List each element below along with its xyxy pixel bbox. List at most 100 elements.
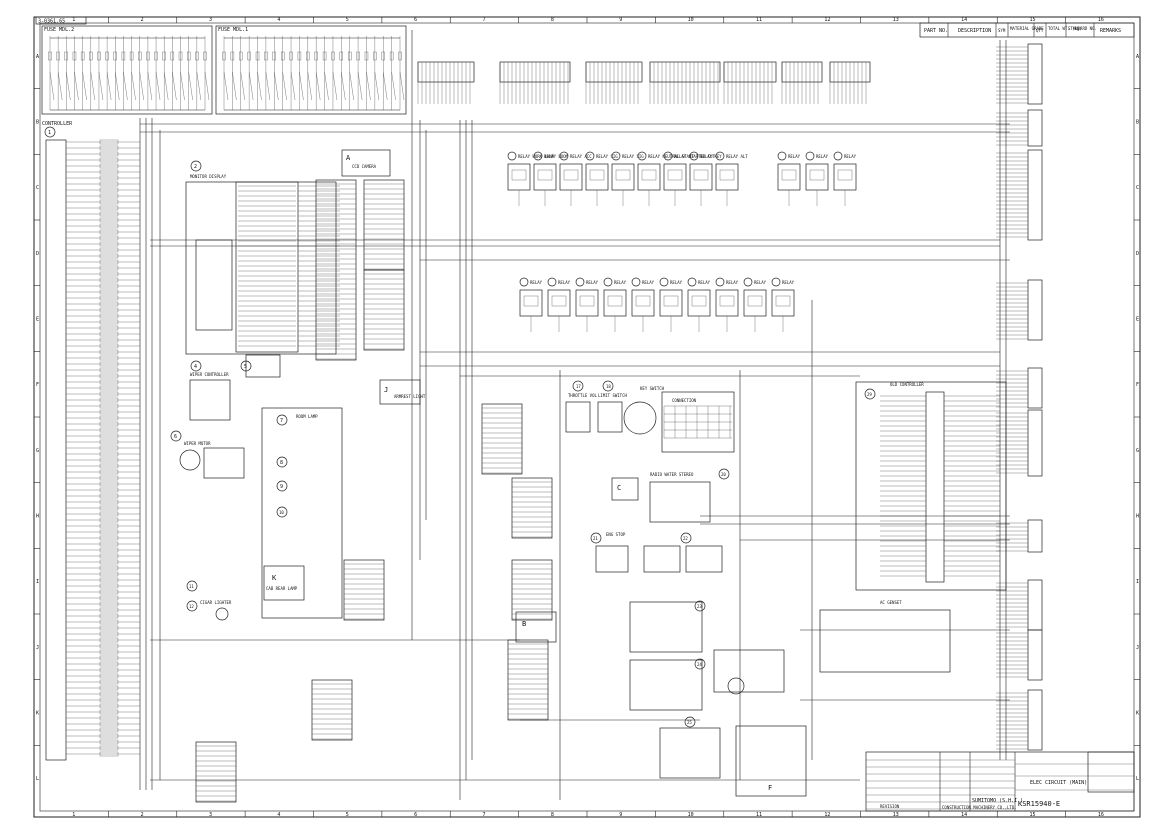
svg-text:23: 23 — [697, 604, 702, 609]
company-name: SUMITOMO (S.H.I.) — [972, 798, 1023, 804]
svg-text:FUSE MDL.1: FUSE MDL.1 — [218, 27, 248, 33]
grid-row-left-H: H — [36, 514, 39, 520]
svg-text:ARMREST LIGHT: ARMREST LIGHT — [394, 394, 426, 399]
standard-no-header: STANDARD NO. — [1068, 26, 1097, 31]
svg-text:CONNECTION: CONNECTION — [672, 398, 697, 403]
fuse-module-1: FUSE MDL.1 — [216, 26, 406, 114]
grid-col-bottom-4: 4 — [277, 812, 280, 818]
relay-label: RELAY — [754, 280, 767, 285]
wiper-controller: 4 WIPER CONTROLLER 5 — [190, 355, 280, 420]
svg-text:AC GENSET: AC GENSET — [880, 600, 902, 605]
grid-row-right-L: L — [1136, 776, 1139, 782]
revision-label: REVISION — [880, 804, 900, 809]
svg-text:25: 25 — [687, 720, 692, 725]
engine-stop: 21 ENG STOP 22 — [591, 532, 722, 572]
sym-header: SYM — [998, 28, 1006, 33]
grid-col-bottom-12: 12 — [824, 812, 830, 818]
svg-text:WIPER MOTOR: WIPER MOTOR — [184, 441, 211, 446]
grid-col-top-5: 5 — [346, 17, 349, 23]
option-f: F 25 — [660, 717, 806, 796]
title-block-header: PART NO. DESCRIPTION SYM MATERIAL GRADE … — [920, 23, 1134, 37]
relay-label: RELAY — [816, 154, 829, 159]
grid-col-top-10: 10 — [688, 17, 694, 23]
grid-col-bottom-13: 13 — [893, 812, 899, 818]
grid-col-bottom-14: 14 — [961, 812, 967, 818]
grid-row-left-F: F — [36, 382, 39, 388]
svg-text:22: 22 — [683, 536, 688, 541]
grid-col-top-1: 1 — [72, 17, 75, 23]
svg-text:12: 12 — [189, 604, 194, 609]
svg-text:CIGAR LIGHTER: CIGAR LIGHTER — [200, 600, 232, 605]
old-controller: 29 OLD CONTROLLER — [856, 382, 1006, 590]
top-connector-row — [418, 62, 870, 104]
relay-label: RELAY — [844, 154, 857, 159]
relay-label: RELAY — [614, 280, 627, 285]
grid-row-right-A: A — [1136, 54, 1139, 60]
grid-col-bottom-2: 2 — [141, 812, 144, 818]
relay-label: RELAY SIG — [622, 154, 644, 159]
svg-text:J: J — [384, 386, 388, 394]
svg-text:18: 18 — [606, 384, 611, 389]
relay-label: RELAY — [642, 280, 655, 285]
svg-text:17: 17 — [576, 384, 581, 389]
relay-label: RELAY — [788, 154, 801, 159]
ac-genset: AC GENSET — [820, 600, 950, 672]
grid-col-bottom-1: 1 — [72, 812, 75, 818]
remarks-header: REMARKS — [1100, 28, 1121, 34]
grid-col-top-16: 16 — [1098, 17, 1104, 23]
drawing-number: KSR15940-E — [1018, 800, 1060, 808]
grid-col-top-8: 8 — [551, 17, 554, 23]
svg-text:7: 7 — [280, 418, 283, 424]
grid-col-bottom-15: 15 — [1029, 812, 1035, 818]
svg-text:THROTTLE VOL: THROTTLE VOL — [568, 393, 597, 398]
svg-text:WIPER CONTROLLER: WIPER CONTROLLER — [190, 372, 229, 377]
audio-blocks: 23 24 — [630, 601, 784, 710]
svg-text:CAB REAR LAMP: CAB REAR LAMP — [266, 586, 298, 591]
radio-stereo: C RADIO WATER STEREO 20 — [612, 469, 729, 522]
svg-text:FUSE MDL.2: FUSE MDL.2 — [44, 27, 74, 33]
grid-row-right-I: I — [1136, 579, 1139, 585]
controller-block: CONTROLLER 1 — [42, 121, 140, 760]
switch-cluster: 17 THROTTLE VOL 18 LIMIT SWITCH KEY SWIT… — [566, 381, 734, 452]
svg-text:CCD CAMERA: CCD CAMERA — [352, 164, 377, 169]
svg-text:24: 24 — [697, 662, 702, 667]
grid-col-bottom-6: 6 — [414, 812, 417, 818]
grid-col-bottom-11: 11 — [756, 812, 762, 818]
ccd-camera: A CCD CAMERA — [342, 150, 390, 176]
grid-row-left-K: K — [36, 711, 39, 717]
relay-label: RELAY — [670, 280, 683, 285]
cigar-lighter: 11 12 CIGAR LIGHTER — [187, 581, 232, 620]
grid-row-left-C: C — [36, 185, 39, 191]
relay-label: RELAY — [586, 280, 599, 285]
drawing-title: ELEC CIRCUIT (MAIN) — [1030, 780, 1087, 786]
svg-text:C: C — [617, 484, 621, 492]
svg-text:F: F — [768, 784, 772, 792]
relay-label: RELAY — [782, 280, 795, 285]
monitor-display: 2 MONITOR DISPLAY — [186, 161, 340, 354]
relay-label: RELAY BOOM — [544, 154, 569, 159]
wiper-motor: 6 WIPER MOTOR — [171, 431, 244, 478]
relay-label: RELAY ALT — [726, 154, 748, 159]
grid-row-left-L: L — [36, 776, 39, 782]
svg-text:21: 21 — [593, 536, 598, 541]
fuse-module-2: FUSE MDL.2 — [42, 26, 212, 114]
grid-row-right-F: F — [1136, 382, 1139, 388]
grid-row-right-G: G — [1136, 448, 1139, 454]
relay-label: RELAY KEY — [700, 154, 722, 159]
relay-row-top-right: RELAY RELAY RELAY — [778, 152, 857, 206]
outer-frame — [34, 17, 1140, 817]
grid-row-right-D: D — [1136, 251, 1139, 257]
grid-row-right-J: J — [1136, 645, 1139, 651]
grid-col-bottom-5: 5 — [346, 812, 349, 818]
svg-text:6: 6 — [174, 434, 177, 440]
svg-text:CONTROLLER: CONTROLLER — [42, 121, 73, 127]
svg-text:10: 10 — [279, 510, 284, 515]
monitor-display-label: MONITOR DISPLAY — [190, 174, 227, 179]
component-1-marker: 1 — [48, 130, 51, 136]
title-block: ELEC CIRCUIT (MAIN) KSR15940-E SUMITOMO … — [866, 752, 1134, 811]
grid-col-top-9: 9 — [619, 17, 622, 23]
grid-row-right-B: B — [1136, 120, 1139, 126]
svg-text:20: 20 — [721, 472, 726, 477]
